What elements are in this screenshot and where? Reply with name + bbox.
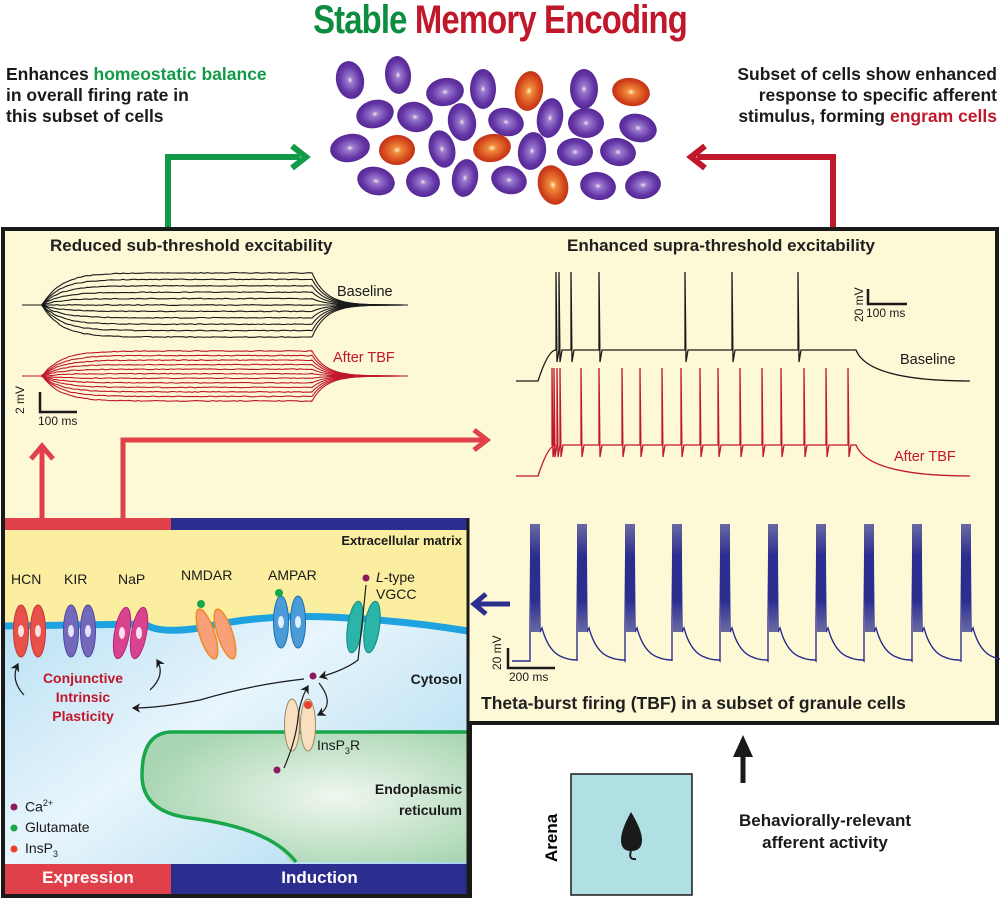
cell-cluster: [328, 55, 663, 208]
vgcc-label: L-type VGCC: [376, 569, 416, 603]
tbf-scale-time: 200 ms: [509, 670, 548, 684]
homeostatic-arrow: [168, 146, 306, 228]
cip-line-3: Plasticity: [24, 707, 142, 726]
legend-insp3: InsP3: [25, 840, 58, 859]
legend-insp3-text: InsP: [25, 840, 53, 856]
legend-dot-ca: [11, 804, 18, 811]
expression-bar-top: [5, 518, 171, 530]
granule-cell: [470, 69, 496, 109]
granule-cell: [354, 163, 398, 200]
legend-ca-text: Ca: [25, 799, 43, 815]
legend-dot-glutamate: [11, 825, 18, 832]
tbf-caption: Theta-burst firing (TBF) in a subset of …: [481, 693, 906, 714]
supra-scale-voltage: 20 mV: [852, 287, 866, 322]
induction-bar-top: [171, 518, 468, 530]
granule-cell: [578, 169, 618, 203]
afferent-line-1: Behaviorally-relevant: [705, 810, 945, 832]
induction-label: Induction: [171, 868, 468, 888]
supra-after-label: After TBF: [894, 449, 956, 465]
granule-cell: [557, 138, 593, 166]
afferent-label: Behaviorally-relevant afferent activity: [705, 810, 945, 854]
kir-label: KIR: [64, 571, 87, 587]
ampar-label: AMPAR: [268, 567, 317, 583]
insp3r-text: InsP: [317, 737, 345, 753]
granule-cell: [568, 108, 604, 138]
granule-cell: [570, 69, 598, 109]
engram-arrow: [691, 146, 833, 228]
granule-cell: [449, 157, 481, 199]
sub-after-label: After TBF: [333, 350, 395, 366]
cytosol-label: Cytosol: [411, 671, 462, 687]
granule-cell: [394, 98, 437, 136]
insp3r-r: R: [350, 737, 360, 753]
granule-cell: [404, 164, 443, 199]
vgcc-text: VGCC: [376, 586, 416, 603]
granule-cell: [333, 59, 367, 101]
afferent-arrow: [733, 735, 753, 783]
legend-ca-sup: 2+: [43, 798, 53, 808]
engram-cell: [610, 75, 652, 109]
granule-cell: [623, 168, 663, 202]
supra-scale-time: 100 ms: [866, 306, 905, 320]
cip-label: Conjunctive Intrinsic Plasticity: [24, 669, 142, 726]
supra-baseline-label: Baseline: [900, 352, 956, 368]
granule-cell: [383, 55, 412, 95]
extracellular-label: Extracellular matrix: [341, 533, 462, 548]
cip-line-2: Intrinsic: [24, 688, 142, 707]
legend-insp3-sub: 3: [53, 849, 58, 859]
subthreshold-title: Reduced sub-threshold excitability: [50, 236, 332, 256]
legend-glutamate: Glutamate: [25, 819, 90, 835]
engram-cell: [378, 133, 416, 166]
ltype-italic: L: [376, 569, 384, 585]
afferent-line-2: afferent activity: [705, 832, 945, 854]
legend-dot-insp3: [11, 846, 18, 853]
cip-line-1: Conjunctive: [24, 669, 142, 688]
sub-baseline-label: Baseline: [337, 284, 393, 300]
arena-label: Arena: [542, 814, 562, 862]
nap-label: NaP: [118, 571, 145, 587]
tbf-scale-voltage: 20 mV: [490, 635, 504, 670]
legend-ca: Ca2+: [25, 798, 53, 815]
expression-label: Expression: [5, 868, 171, 888]
er-line-2: reticulum: [375, 800, 462, 821]
sub-scale-time: 100 ms: [38, 414, 77, 428]
insp3r-label: InsP3R: [317, 737, 360, 756]
engram-cell: [533, 162, 572, 208]
granule-cell: [328, 131, 372, 166]
er-label: Endoplasmic reticulum: [375, 779, 462, 821]
granule-cell: [353, 96, 397, 133]
er-line-1: Endoplasmic: [375, 779, 462, 800]
hcn-label: HCN: [11, 571, 41, 587]
sub-scale-voltage: 2 mV: [13, 386, 27, 414]
suprathreshold-title: Enhanced supra-threshold excitability: [567, 236, 875, 256]
nmdar-label: NMDAR: [181, 567, 232, 583]
ltype-text: -type: [384, 569, 415, 585]
